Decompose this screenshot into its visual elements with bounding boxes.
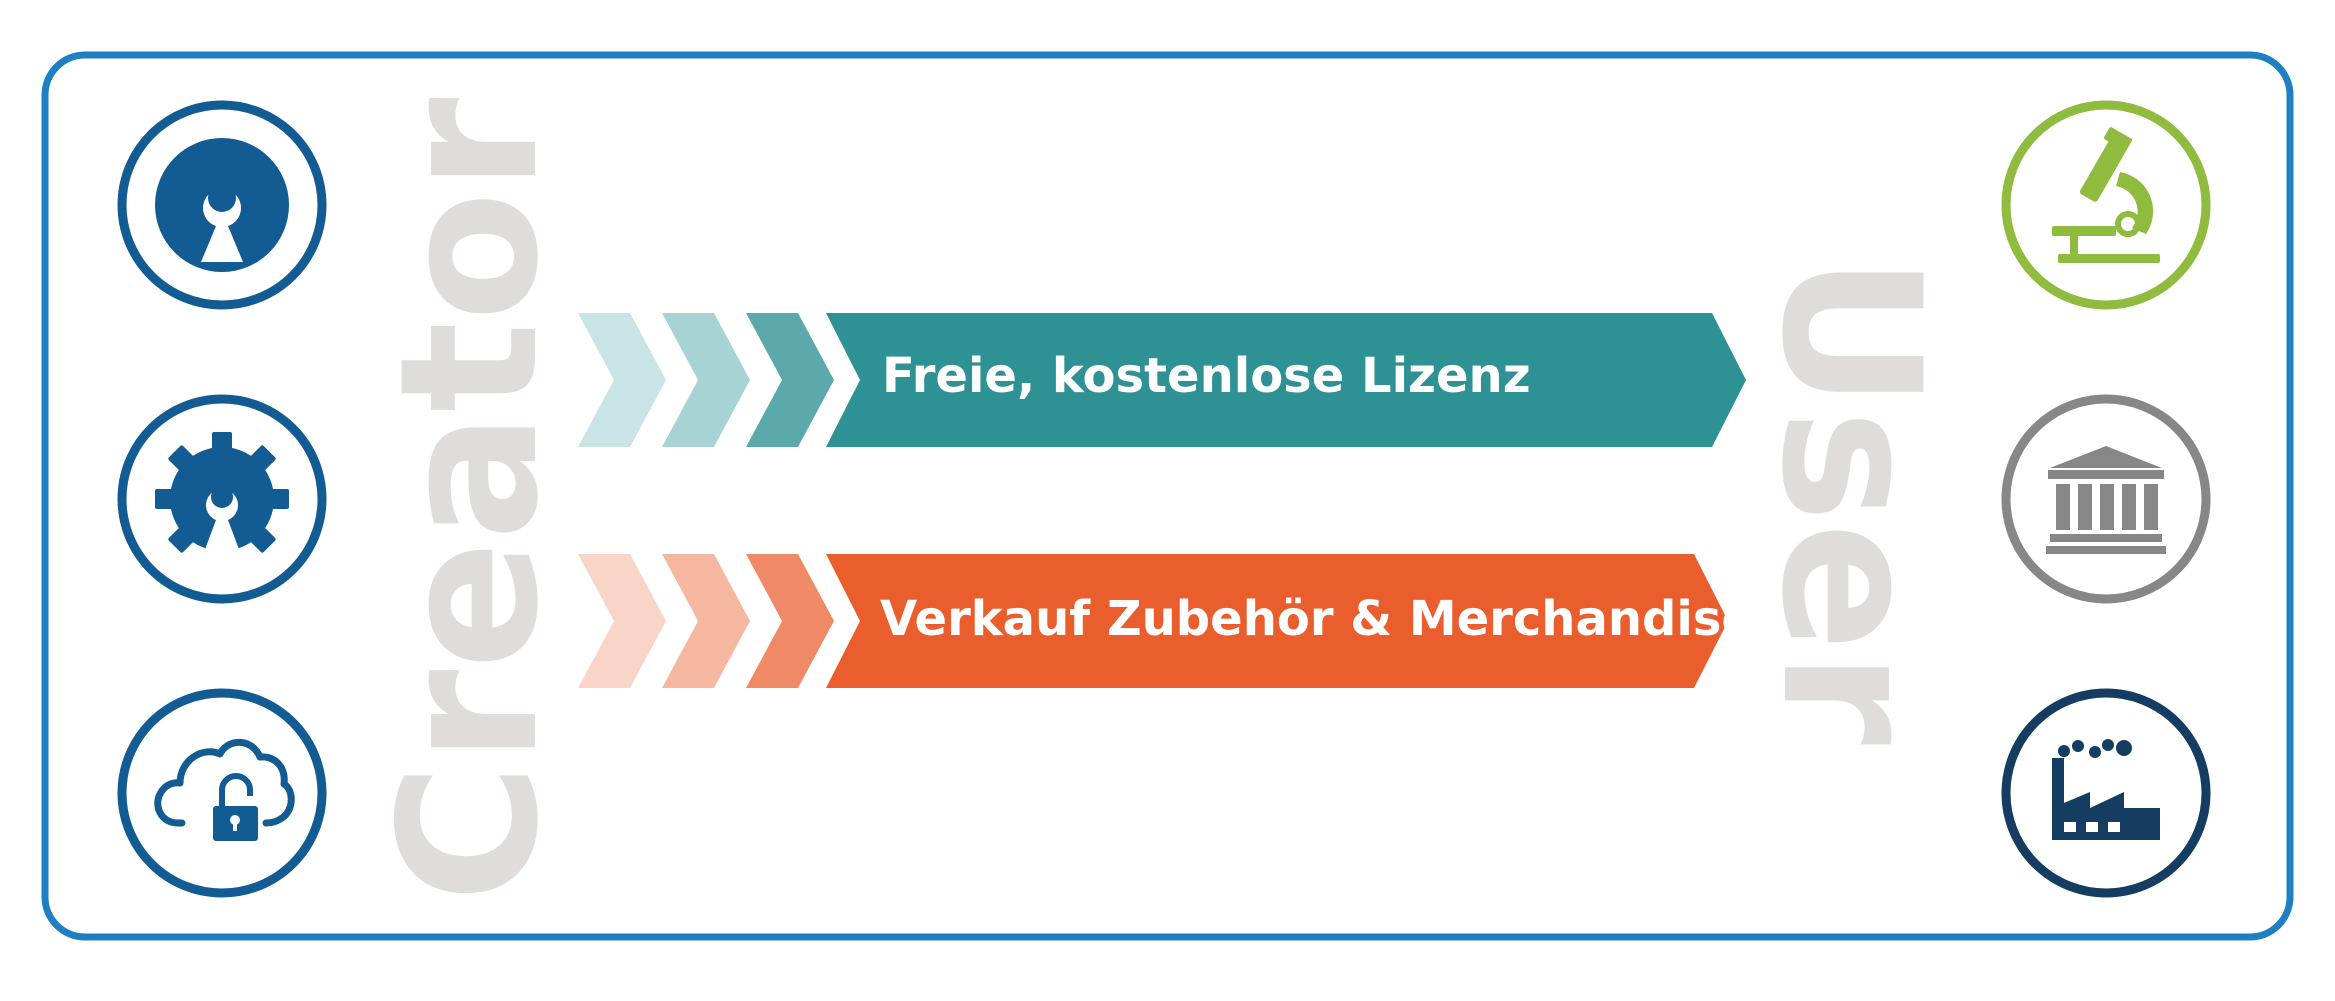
creator-label: Creator: [359, 97, 580, 903]
arrow-2-band: [826, 554, 1728, 688]
outer-frame: [41, 51, 2294, 941]
arrow-merchandise: [578, 554, 1728, 688]
arrow-2-chevron-2: [662, 554, 750, 688]
cloud-lock-icon: [117, 688, 327, 898]
user-label: User: [1740, 255, 1961, 745]
arrow-1-chevron-3: [746, 313, 834, 447]
arrow-free-license: [578, 313, 1746, 447]
arrow-2-chevron-1: [578, 554, 666, 688]
arrow-2-label: Verkauf Zubehör & Merchandise: [880, 591, 1754, 647]
arrow-1-chevron-2: [662, 313, 750, 447]
arrow-1-label: Freie, kostenlose Lizenz: [882, 348, 1531, 404]
institution-icon: [2001, 394, 2211, 604]
arrow-1-band: [826, 313, 1746, 447]
arrow-2-chevron-3: [746, 554, 834, 688]
arrow-1-chevron-1: [578, 313, 666, 447]
microscope-icon: [2001, 100, 2211, 310]
open-hardware-gear-icon: [117, 394, 327, 604]
factory-icon: [2001, 688, 2211, 898]
open-source-icon: [117, 100, 327, 310]
